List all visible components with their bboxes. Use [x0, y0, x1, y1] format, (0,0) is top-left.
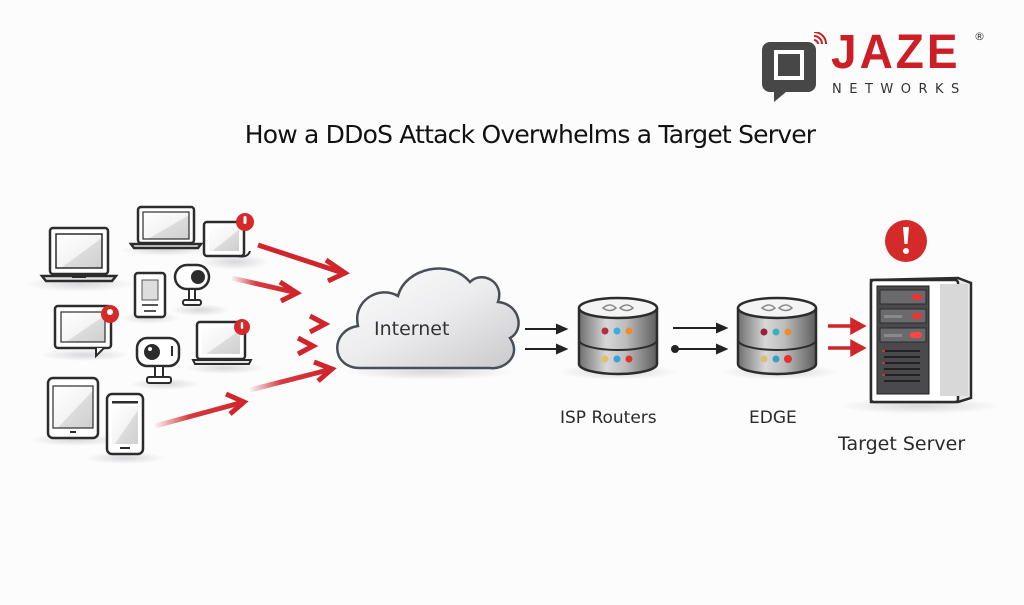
- laptop-icon: [25, 226, 135, 292]
- server-tower-icon: [838, 276, 1002, 414]
- attack-arrow: [154, 400, 241, 429]
- traffic-arrows: [525, 322, 729, 355]
- router-icon: [558, 296, 678, 380]
- speech-bubble-square-wifi-icon: [762, 32, 827, 102]
- jaze-networks-logo: JAZE ® NETWORKS: [762, 23, 992, 102]
- laptop-icon: [120, 205, 210, 256]
- alert-badge-icon: [101, 305, 119, 323]
- attack-arrows: [154, 242, 351, 429]
- attack-arrows: [828, 317, 867, 357]
- cloud-icon: [336, 267, 520, 380]
- attack-arrow: [231, 275, 294, 295]
- tablet-icon: [30, 376, 120, 446]
- brand-name: JAZE: [831, 23, 961, 79]
- page-title: How a DDoS Attack Overwhelms a Target Se…: [244, 120, 816, 149]
- target-server-label: Target Server: [838, 433, 966, 455]
- webcam-icon: [130, 336, 200, 390]
- edge-label: EDGE: [749, 408, 797, 428]
- alert-badge-icon: [236, 213, 254, 231]
- internet-label: Internet: [374, 318, 450, 340]
- isp-routers-label: ISP Routers: [560, 408, 657, 428]
- attack-arrow-head: [296, 335, 319, 357]
- exclamation-alert-icon: [885, 220, 927, 262]
- smartphone-icon: [85, 392, 165, 464]
- registered-mark: ®: [974, 30, 985, 43]
- brand-subtitle: NETWORKS: [832, 82, 967, 97]
- laptop-icon: [185, 319, 265, 374]
- attack-arrow: [257, 242, 341, 275]
- alert-badge-icon: [234, 319, 250, 335]
- attack-arrow-head: [308, 313, 331, 335]
- attack-arrow-head: [224, 391, 249, 416]
- monitor-icon: [200, 213, 270, 270]
- router-icon: [720, 296, 840, 380]
- camera-icon: [170, 263, 230, 316]
- attack-arrow-head: [324, 257, 351, 284]
- smartphone-icon: [120, 271, 180, 324]
- monitor-icon: [40, 304, 130, 361]
- attack-arrow-head: [278, 279, 303, 304]
- attack-arrow-head: [313, 359, 337, 383]
- attack-arrow: [249, 367, 329, 393]
